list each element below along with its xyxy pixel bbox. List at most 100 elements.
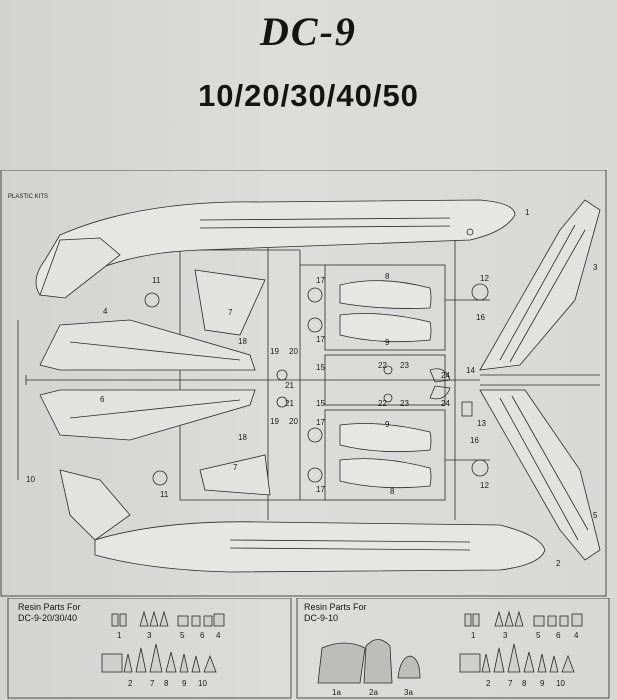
resin-left-row1-number: 5 xyxy=(180,631,185,640)
part-number-label: 21 xyxy=(285,399,294,408)
resin-right-row2-number: 7 xyxy=(508,679,513,688)
part-number-label: 8 xyxy=(385,272,390,281)
part-number-label: 7 xyxy=(228,308,233,317)
resin-right-row1-number: 5 xyxy=(536,631,541,640)
wing-left-upper xyxy=(39,319,256,371)
resin-right-big-part-number: 3a xyxy=(404,688,413,697)
ring-17-b xyxy=(307,317,323,333)
resin-right-row1-number: 4 xyxy=(574,631,579,640)
resin-right-row1-number: 6 xyxy=(556,631,561,640)
ring-17-a xyxy=(307,287,323,303)
part-number-label: 9 xyxy=(385,420,390,429)
part-number-label: 22 xyxy=(378,399,387,408)
resin-part-2a xyxy=(363,639,393,684)
part-number-label: 11 xyxy=(160,490,169,499)
part-number-label: 17 xyxy=(316,485,325,494)
part-number-label: 1 xyxy=(525,208,530,217)
page-title: DC-9 xyxy=(260,9,357,54)
resin-left-row1-number: 6 xyxy=(200,631,205,640)
part-number-label: 20 xyxy=(289,417,298,426)
resin-right-title: Resin Parts For DC-9-10 xyxy=(304,602,367,624)
part-number-label: 11 xyxy=(152,276,161,285)
resin-right-big-part-number: 2a xyxy=(369,688,378,697)
resin-right-row1-number: 1 xyxy=(471,631,476,640)
part-number-label: 24 xyxy=(441,399,450,408)
wing-right-lower xyxy=(479,389,601,561)
resin-left-title-line2: DC-9-20/30/40 xyxy=(18,613,78,623)
part-number-label: 2 xyxy=(556,559,561,568)
resin-right-row1-parts xyxy=(464,610,583,627)
resin-right-big-part-number: 1a xyxy=(332,688,341,697)
part-number-label: 22 xyxy=(378,361,387,370)
page-subtitle: 10/20/30/40/50 xyxy=(198,78,419,113)
part-number-label: 18 xyxy=(238,433,247,442)
part-number-label: 10 xyxy=(26,475,35,484)
ring-12-lower xyxy=(471,459,489,477)
resin-left-row2-number: 8 xyxy=(164,679,169,688)
part-number-label: 15 xyxy=(316,399,325,408)
part-number-label: 23 xyxy=(400,361,409,370)
part-number-label: 21 xyxy=(285,381,294,390)
resin-left-row2-parts xyxy=(101,643,217,673)
resin-left-row2-number: 9 xyxy=(182,679,187,688)
nacelle-9-lower xyxy=(339,423,432,453)
part-number-label: 23 xyxy=(400,399,409,408)
resin-right-row2-number: 9 xyxy=(540,679,545,688)
resin-left-row1-number: 4 xyxy=(216,631,221,640)
resin-part-3a xyxy=(397,655,421,679)
resin-left-row2-number: 10 xyxy=(198,679,207,688)
resin-right-row2-number: 10 xyxy=(556,679,565,688)
part-number-label: 20 xyxy=(289,347,298,356)
resin-right-row2-number: 8 xyxy=(522,679,527,688)
resin-right-row2-number: 2 xyxy=(486,679,491,688)
flap-lower xyxy=(199,454,271,496)
resin-right-title-line1: Resin Parts For xyxy=(304,602,367,612)
part-number-label: 14 xyxy=(466,366,475,375)
resin-right-title-line2: DC-9-10 xyxy=(304,613,339,623)
wing-right-upper xyxy=(479,199,601,371)
wheel-11-lower xyxy=(152,470,168,486)
resin-left-row1-parts xyxy=(111,610,225,627)
part-number-label: 17 xyxy=(316,418,325,427)
part-number-label: 12 xyxy=(480,481,489,490)
resin-right-row1-number: 3 xyxy=(503,631,508,640)
resin-left-row1-number: 3 xyxy=(147,631,152,640)
flap-upper xyxy=(194,269,266,336)
part-number-label: 18 xyxy=(238,337,247,346)
part-number-label: 9 xyxy=(385,338,390,347)
part-labels: 1234567788991011111212131415151616171717… xyxy=(26,208,598,568)
fuselage-bottom xyxy=(94,521,546,573)
resin-left-row2-number: 7 xyxy=(150,679,155,688)
sprue-diagram: PLASTIC KITS 123456778899101111121213141… xyxy=(0,170,607,597)
resin-left-title: Resin Parts For DC-9-20/30/40 xyxy=(18,602,81,624)
resin-right-frame xyxy=(296,598,610,699)
part-number-label: 24 xyxy=(441,371,450,380)
part-number-label: 17 xyxy=(316,276,325,285)
part-number-label: 16 xyxy=(476,313,485,322)
resin-right-row2-parts xyxy=(459,643,575,673)
sprue-frame xyxy=(0,170,607,597)
plastic-kits-label: PLASTIC KITS xyxy=(8,194,48,200)
ring-17-d xyxy=(307,467,323,483)
nacelle-9-upper xyxy=(339,313,432,343)
resin-left-title-line1: Resin Parts For xyxy=(18,602,81,612)
resin-left-row1-number: 1 xyxy=(117,631,122,640)
part-number-label: 19 xyxy=(270,347,279,356)
resin-left-frame xyxy=(7,598,292,699)
part-number-label: 17 xyxy=(316,335,325,344)
nacelle-8-lower xyxy=(339,458,432,489)
part-number-label: 16 xyxy=(470,436,479,445)
tail-fin-bottom xyxy=(59,469,131,541)
part-number-label: 15 xyxy=(316,363,325,372)
part-number-label: 3 xyxy=(593,263,598,272)
resin-left-row2-number: 2 xyxy=(128,679,133,688)
part-number-label: 6 xyxy=(100,395,105,404)
resin-part-1a xyxy=(317,642,366,684)
ring-12-upper xyxy=(471,283,489,301)
wheel-11-upper xyxy=(144,292,160,308)
nacelle-8-upper xyxy=(339,280,432,309)
ring-17-c xyxy=(307,427,323,443)
